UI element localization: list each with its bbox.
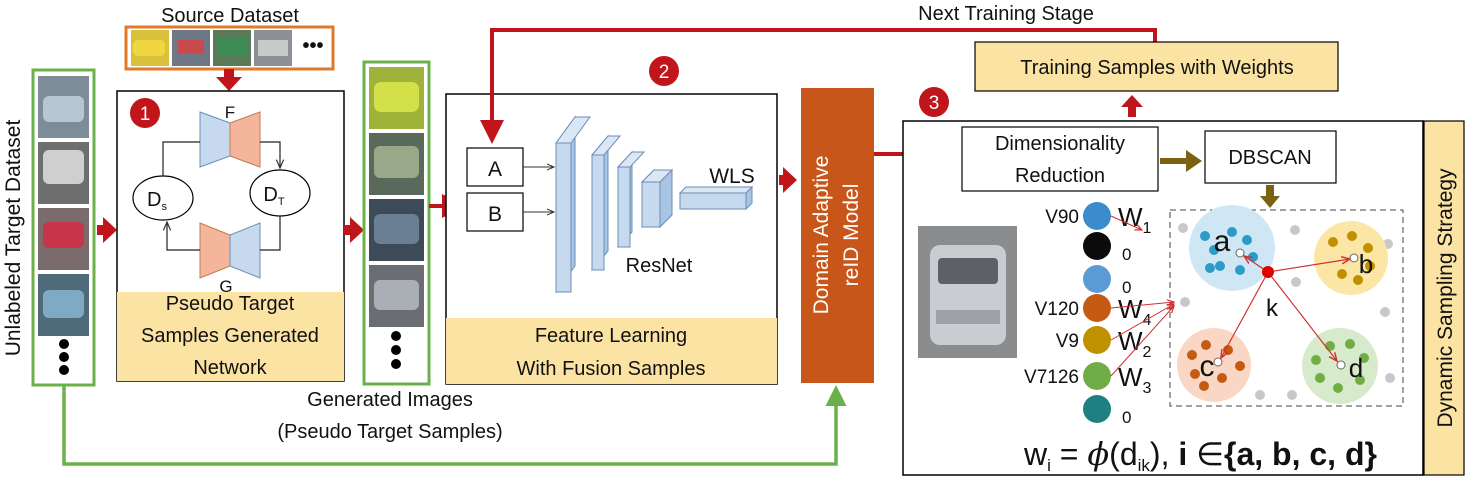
arrow-dimred-to-dbscan [1160,150,1202,172]
arrow-dbscan-to-clusters [1260,185,1280,208]
source-dataset-label: Source Dataset [161,5,299,27]
wls-label: WLS [709,165,755,188]
model-label-line-1: Domain Adaptive [810,156,833,315]
gan-caption-line-3: Network [193,357,267,379]
dimred-label-line-1: Dimensionality [995,133,1125,155]
dss-side-label: Dynamic Sampling Strategy [1434,168,1457,428]
badge-2 [649,56,679,86]
cluster-label-c: c [1200,350,1215,383]
label-DT: DT [263,184,284,208]
source-down-arrow [216,69,242,91]
badge-2-text: 2 [659,62,670,83]
next-training-stage-label: Next Training Stage [918,3,1094,25]
sample-dot-label-4: V9 [1056,331,1079,352]
generator-G [199,222,261,279]
badge-1-text: 1 [140,104,151,125]
target-car-thumbnails [38,76,89,336]
source-dataset-thumbnails [131,30,292,66]
input-A-label: A [488,158,502,181]
feature-caption-line-2: With Fusion Samples [517,358,706,380]
training-samples-box [974,41,1339,92]
generated-car-thumbnails [369,67,424,327]
resnet-layers [555,115,754,294]
sample-dot-5 [1083,362,1111,390]
generated-more-dots [391,331,401,369]
input-B-label: B [488,203,502,226]
source-more-dots: ••• [302,35,323,57]
center-k-dot [1262,266,1274,278]
sample-dot-0 [1083,202,1111,230]
dimred-label-line-2: Reduction [1015,165,1105,187]
sample-dot-label-5: V7126 [1024,367,1079,388]
generated-images-label: Generated Images [307,389,473,411]
query-car-image [918,226,1017,358]
weight-formula: wi = ϕ(dik), i ∈{a, b, c, d} [1023,435,1377,475]
badge-3 [919,87,949,117]
domain-adaptive-model-box [801,88,874,383]
arrow-dss-to-training [1121,95,1143,117]
cluster-d [1302,328,1378,404]
dots-to-center-lines [1110,215,1174,377]
input-B-box [466,192,524,232]
gan-caption-line-1: Pseudo Target [166,293,295,315]
arrow-feature-to-model [779,167,797,193]
arrow-target-to-gan [97,217,117,243]
cluster-a [1189,205,1275,291]
model-label-line-2: reID Model [840,184,863,287]
center-k-label: k [1266,295,1279,322]
cluster-b [1314,221,1388,295]
sample-dot-3 [1083,294,1111,322]
dbscan-label: DBSCAN [1228,147,1311,169]
sample-dot-2 [1083,265,1111,293]
gan-caption-bg [117,292,344,381]
feature-caption-line-1: Feature Learning [535,325,687,347]
next-stage-loop-arrow [480,28,1157,144]
sample-dot-weight-1: 0 [1122,245,1131,264]
cluster-label-a: a [1214,225,1231,258]
sample-dot-weight-3: W4 [1118,294,1152,329]
gan-cycle-lines [162,141,280,251]
dss-side-bar [1423,120,1465,476]
target-more-dots [59,339,69,375]
sample-dot-label-3: V120 [1035,299,1079,320]
dbscan-box [1204,130,1337,184]
resnet-label: ResNet [626,255,693,277]
badge-1 [130,98,160,128]
sample-dot-weight-4: W2 [1118,326,1152,361]
cluster-label-d: d [1349,353,1363,383]
badge-3-text: 3 [929,93,940,114]
discriminator-DS [132,175,194,221]
center-to-cluster-lines [1221,256,1350,361]
green-loop-arrow [62,385,847,466]
generated-images-sublabel: (Pseudo Target Samples) [277,421,502,443]
sample-dot-6 [1083,395,1111,423]
gan-caption-line-2: Samples Generated [141,325,319,347]
generator-F [199,111,261,168]
unlabeled-target-label: Unlabeled Target Dataset [2,120,25,357]
sample-dot-weight-6: 0 [1122,408,1131,427]
sample-dot-weight-5: W3 [1118,362,1152,397]
feature-caption-bg [446,318,777,384]
sample-dot-label-0: V90 [1045,207,1079,228]
dimred-box [961,126,1159,192]
label-G: G [219,277,232,296]
sample-dot-4 [1083,326,1111,354]
label-F: F [225,103,235,122]
sample-dot-weight-2: 0 [1122,278,1131,297]
discriminator-DT [249,169,311,217]
cluster-label-b: b [1359,249,1373,279]
training-samples-label: Training Samples with Weights [1020,57,1293,79]
label-DS: Ds [147,189,167,213]
arrow-gan-to-generated [344,217,364,243]
sample-dot-1 [1083,232,1111,260]
